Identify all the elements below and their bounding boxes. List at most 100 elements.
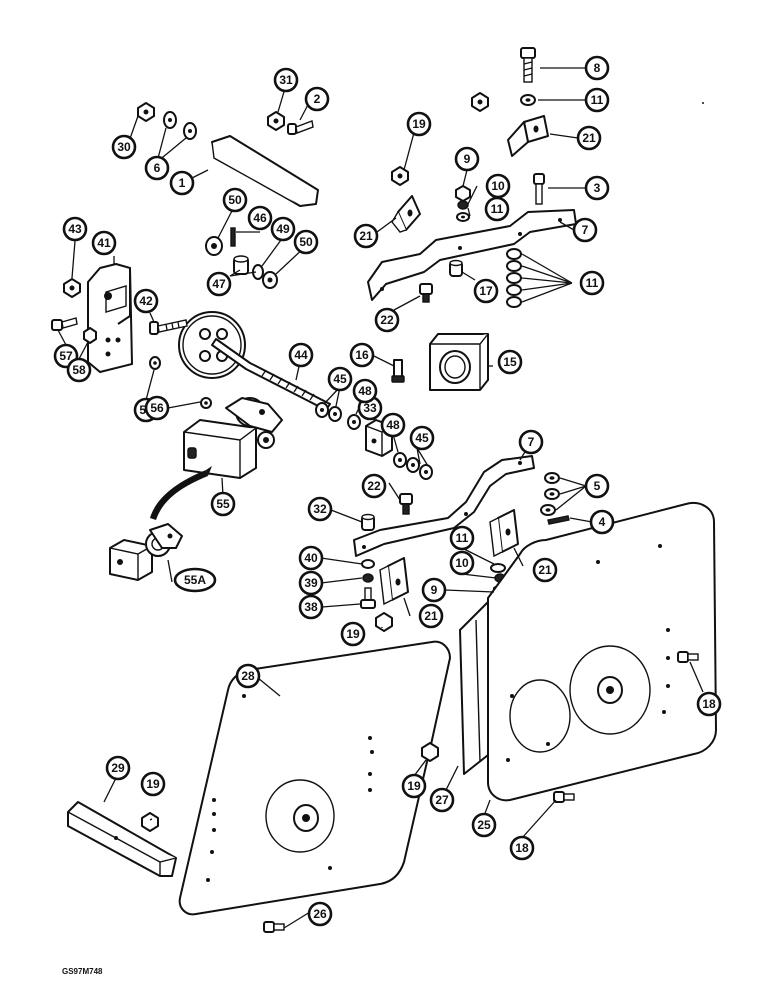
callout-26-label: 26 [313, 907, 327, 921]
callout-55-label: 55 [216, 497, 230, 511]
part-19-nut-mid [391, 166, 409, 186]
callout-3-label: 3 [594, 181, 601, 195]
callout-22b-label: 22 [367, 479, 381, 493]
callout-18b-label: 18 [515, 841, 529, 855]
part-48-washer-right [393, 452, 407, 468]
part-11-washer-upper [456, 212, 470, 222]
callout-25-label: 25 [477, 818, 491, 832]
part-17-bushing [449, 259, 463, 277]
callout-21a-label: 21 [582, 131, 596, 145]
part-55a-motor-variant [109, 523, 183, 581]
callout-2: 2 [304, 86, 330, 112]
part-45-washers-left [315, 402, 342, 422]
callout-45b: 45 [409, 425, 435, 451]
callout-22a: 22 [374, 307, 400, 333]
callout-7b: 7 [518, 429, 544, 455]
callout-42: 42 [133, 288, 159, 314]
callout-39-label: 39 [304, 576, 318, 590]
part-46-pin [230, 227, 236, 247]
callout-10b: 10 [449, 550, 475, 576]
callout-31-label: 31 [279, 73, 293, 87]
callout-10a: 10 [485, 173, 511, 199]
callout-8: 8 [584, 55, 610, 81]
callout-50a-label: 50 [228, 193, 242, 207]
callout-11a-label: 11 [591, 93, 604, 107]
callout-46-label: 46 [253, 211, 267, 225]
callout-11b-label: 11 [491, 202, 504, 216]
callout-21b: 21 [353, 223, 379, 249]
callout-47: 47 [206, 271, 232, 297]
part-9-nut-upper [455, 185, 471, 202]
part-41-mount-plate [87, 263, 133, 373]
part-54-washer [149, 356, 161, 370]
part-22-fitting-upper [419, 283, 433, 303]
callout-33-label: 33 [363, 401, 377, 415]
callout-43: 43 [62, 216, 88, 242]
part-55-motor-actuator [183, 397, 283, 479]
callout-17: 17 [473, 278, 499, 304]
callout-56-label: 56 [150, 401, 164, 415]
callout-19d: 19 [401, 773, 427, 799]
part-29-angle-bracket [67, 801, 177, 877]
callout-28-label: 28 [241, 669, 255, 683]
callout-8-label: 8 [594, 61, 601, 75]
callout-38: 38 [298, 594, 324, 620]
callout-58-label: 58 [72, 363, 86, 377]
callout-5: 5 [584, 473, 610, 499]
callout-9b: 9 [421, 577, 447, 603]
callout-3: 3 [584, 175, 610, 201]
callout-47-label: 47 [212, 277, 226, 291]
callout-18a: 18 [696, 691, 722, 717]
callout-25: 25 [471, 812, 497, 838]
callout-21d-label: 21 [538, 563, 552, 577]
callout-2-label: 2 [314, 92, 321, 106]
callout-19b: 19 [340, 621, 366, 647]
part-10-lockwasher-upper [457, 200, 469, 210]
callout-21c: 21 [418, 603, 444, 629]
callout-16: 16 [349, 342, 375, 368]
part-15-bearing-housing [429, 333, 489, 391]
callout-19c-label: 19 [146, 777, 160, 791]
callout-44: 44 [288, 342, 314, 368]
callout-10a-label: 10 [491, 179, 505, 193]
callout-49: 49 [270, 216, 296, 242]
part-21-bracket-upper [391, 195, 421, 233]
part-21-bracket-right [489, 509, 519, 558]
callout-49-label: 49 [276, 222, 290, 236]
part-44-sprocket-shaft [178, 311, 331, 411]
callout-16-label: 16 [355, 348, 369, 362]
callout-31: 31 [273, 67, 299, 93]
part-43-nut [63, 278, 81, 298]
part-8-bolt [520, 47, 536, 83]
callout-21b-label: 21 [359, 229, 373, 243]
part-19-nut-bottom-mid [421, 742, 439, 762]
callout-29: 29 [105, 755, 131, 781]
part-21-bracket-left [379, 557, 409, 606]
part-42-bolt [149, 319, 188, 335]
callout-11d: 11 [449, 525, 475, 551]
callout-48b-label: 48 [386, 418, 400, 432]
part-48-washer-left [347, 414, 361, 430]
callout-48a: 48 [352, 378, 378, 404]
callout-50b-label: 50 [299, 235, 313, 249]
callout-11c: 11 [579, 270, 605, 296]
part-6-washers [163, 111, 197, 140]
callout-11b: 11 [484, 196, 510, 222]
callout-9a: 9 [454, 146, 480, 172]
callout-21a: 21 [576, 125, 602, 151]
callout-7b-label: 7 [528, 435, 535, 449]
callout-56: 56 [144, 395, 170, 421]
callout-50b: 50 [293, 229, 319, 255]
part-19-nut-lower [375, 612, 393, 632]
callout-4: 4 [589, 509, 615, 535]
callout-39: 39 [298, 570, 324, 596]
callout-57-label: 57 [59, 349, 73, 363]
part-38-bolt [360, 587, 376, 609]
part-58-nut [83, 327, 97, 344]
part-39-lockwasher [362, 573, 374, 583]
part-1-strap-bracket [211, 135, 319, 207]
part-30-nut [137, 102, 155, 122]
figure-reference-code: GS97M748 [62, 967, 103, 976]
callout-48b: 48 [380, 412, 406, 438]
callout-30-label: 30 [117, 140, 131, 154]
